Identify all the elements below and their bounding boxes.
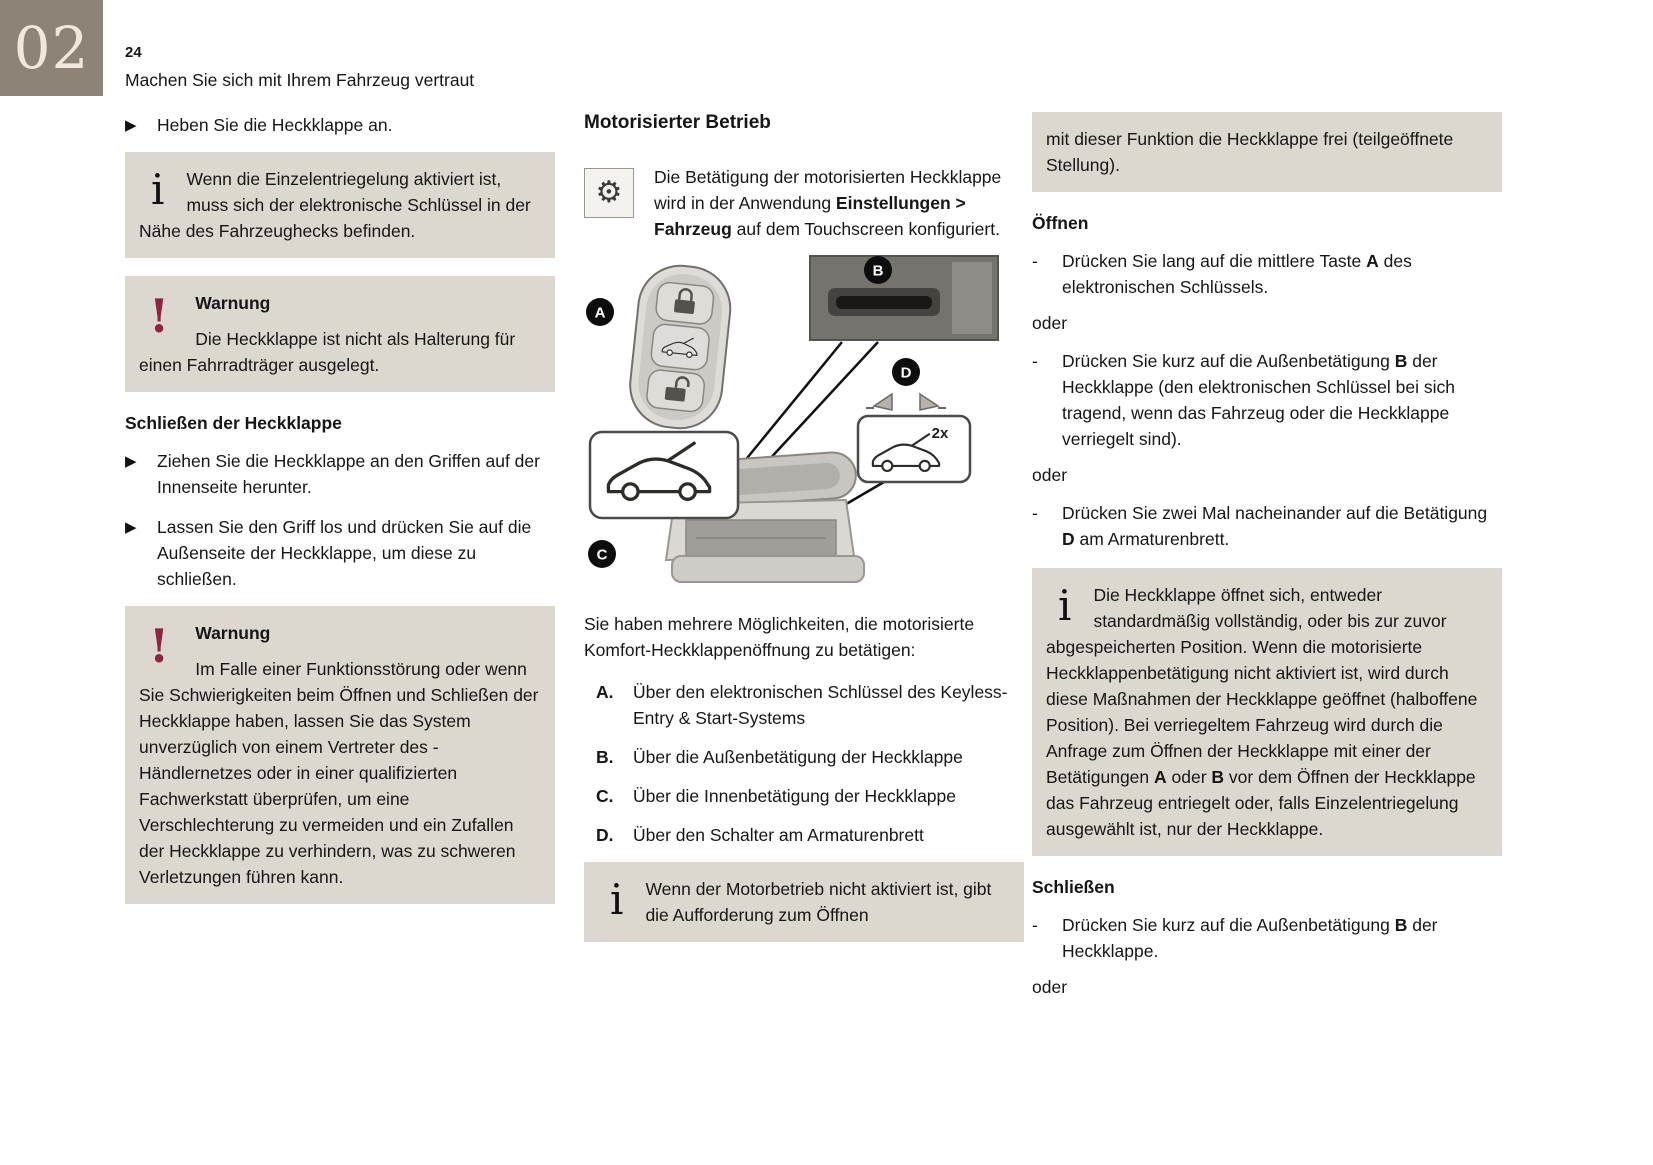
open-step-dashboard: - Drücken Sie zwei Mal nacheinander auf …: [1032, 500, 1502, 552]
warning-box-bike-rack: ! Warnung Die Heckklappe ist nicht als H…: [125, 276, 555, 392]
svg-text:A: A: [595, 305, 606, 322]
dash-icon: -: [1032, 251, 1038, 271]
left-column: ▶ Heben Sie die Heckklappe an. i Wenn di…: [125, 112, 555, 922]
option-key: B.: [596, 747, 614, 767]
info-icon: i: [151, 165, 165, 214]
section-heading-close: Schließen: [1032, 877, 1115, 897]
dashboard-switch-illustration: 2x: [856, 392, 972, 484]
instruction-lift-tailgate: ▶ Heben Sie die Heckklappe an.: [125, 112, 555, 138]
chapter-number: 02: [13, 14, 90, 82]
callout-c: C: [588, 540, 616, 568]
dash-icon: -: [1032, 503, 1038, 523]
step-text: Drücken Sie lang auf die mittlere Taste …: [1062, 251, 1412, 297]
leader-line-b: [733, 341, 843, 475]
middle-column: Motorisierter Betrieb ⚙ Die Betätigung d…: [584, 110, 1024, 960]
warning-text: Die Heckklappe ist nicht als Halterung f…: [139, 329, 516, 375]
page-header: 24 Machen Sie sich mit Ihrem Fahrzeug ve…: [125, 44, 474, 91]
info-text: Wenn der Motorbetrieb nicht aktiviert is…: [645, 879, 992, 925]
activation-options-list: A. Über den elektronischen Schlüssel des…: [584, 679, 1024, 848]
option-key: A.: [596, 682, 614, 702]
instruction-pull-tailgate: ▶ Ziehen Sie die Heckklappe an den Griff…: [125, 448, 555, 500]
info-icon: i: [1058, 581, 1072, 630]
info-text: mit dieser Funktion die Heckklappe frei …: [1046, 129, 1454, 175]
option-text: Über die Innenbetätigung der Heckklappe: [633, 786, 956, 806]
info-text: Wenn die Einzelentriegelung aktiviert is…: [139, 169, 531, 241]
option-text: Über den Schalter am Armaturenbrett: [633, 825, 924, 845]
warning-title: Warnung: [195, 623, 271, 643]
bullet-arrow-icon: ▶: [125, 117, 137, 134]
option-a: A. Über den elektronischen Schlüssel des…: [596, 679, 1024, 731]
option-text: Über die Außenbetätigung der Heckklappe: [633, 747, 963, 767]
warning-title: Warnung: [195, 293, 271, 313]
option-c: C. Über die Innenbetätigung der Heckklap…: [596, 783, 1024, 809]
or-separator: oder: [1032, 465, 1068, 485]
warning-icon: !: [149, 619, 170, 673]
open-step-exterior: - Drücken Sie kurz auf die Außenbetätigu…: [1032, 348, 1502, 452]
step-text: Drücken Sie kurz auf die Außenbetätigung…: [1062, 915, 1438, 961]
info-text: Die Heckklappe öffnet sich, entweder sta…: [1046, 585, 1478, 839]
page-number: 24: [125, 44, 142, 61]
dash-icon: -: [1032, 915, 1038, 935]
section-heading-close-tailgate: Schließen der Heckklappe: [125, 413, 342, 433]
interior-handle-illustration: [588, 430, 740, 520]
option-b: B. Über die Außenbetätigung der Heckklap…: [596, 744, 1024, 770]
or-separator: oder: [1032, 313, 1068, 333]
svg-text:D: D: [901, 365, 912, 382]
option-key: D.: [596, 825, 614, 845]
instruction-text: Heben Sie die Heckklappe an.: [157, 115, 393, 135]
option-text: Über den elektronischen Schlüssel des Ke…: [633, 682, 1008, 728]
section-heading-open: Öffnen: [1032, 213, 1089, 233]
settings-note-text: Die Betätigung der motorisierten Heckkla…: [654, 167, 1002, 239]
info-box-motor-disabled: i Wenn der Motorbetrieb nicht aktiviert …: [584, 862, 1024, 942]
figure-2x-label: 2x: [932, 425, 949, 442]
tailgate-controls-illustration: 2x A B D: [586, 255, 999, 583]
leader-line-b2: [753, 341, 879, 477]
exterior-button-illustration: [809, 255, 999, 341]
or-separator: oder: [1032, 977, 1068, 997]
key-fob-illustration: [629, 264, 732, 430]
step-text: Drücken Sie kurz auf die Außenbetätigung…: [1062, 351, 1455, 449]
option-key: C.: [596, 786, 614, 806]
bullet-arrow-icon: ▶: [125, 519, 137, 536]
callout-a: A: [586, 298, 614, 326]
warning-text: Im Falle einer Funktionsstörung oder wen…: [139, 659, 539, 887]
callout-b: B: [864, 256, 892, 284]
dash-icon: -: [1032, 351, 1038, 371]
svg-text:C: C: [597, 547, 608, 564]
info-icon: i: [610, 875, 624, 924]
gear-icon: ⚙: [584, 168, 634, 218]
warning-icon: !: [149, 289, 170, 343]
settings-note: ⚙ Die Betätigung der motorisierten Heckk…: [584, 164, 1024, 242]
page-header-title: Machen Sie sich mit Ihrem Fahrzeug vertr…: [125, 70, 475, 90]
info-box-single-unlock: i Wenn die Einzelentriegelung aktiviert …: [125, 152, 555, 258]
info-box-open-behavior: i Die Heckklappe öffnet sich, entweder s…: [1032, 568, 1502, 856]
chapter-tab: 02: [0, 0, 103, 96]
options-intro: Sie haben mehrere Möglichkeiten, die mot…: [584, 614, 975, 660]
svg-text:B: B: [873, 263, 884, 280]
tailgate-controls-figure: 2x A B D: [584, 254, 1024, 601]
section-heading-motorised-operation: Motorisierter Betrieb: [584, 112, 771, 133]
instruction-text: Lassen Sie den Griff los und drücken Sie…: [157, 517, 532, 589]
right-column: mit dieser Funktion die Heckklappe frei …: [1032, 112, 1502, 1012]
callout-d: D: [892, 358, 920, 386]
close-step-exterior: - Drücken Sie kurz auf die Außenbetätigu…: [1032, 912, 1502, 964]
open-step-key: - Drücken Sie lang auf die mittlere Tast…: [1032, 248, 1502, 300]
instruction-text: Ziehen Sie die Heckklappe an den Griffen…: [157, 451, 540, 497]
step-text: Drücken Sie zwei Mal nacheinander auf di…: [1062, 503, 1488, 549]
warning-box-malfunction: ! Warnung Im Falle einer Funktionsstörun…: [125, 606, 555, 904]
instruction-release-handle: ▶ Lassen Sie den Griff los und drücken S…: [125, 514, 555, 592]
bullet-arrow-icon: ▶: [125, 453, 137, 470]
option-d: D. Über den Schalter am Armaturenbrett: [596, 822, 1024, 848]
info-box-continuation: mit dieser Funktion die Heckklappe frei …: [1032, 112, 1502, 192]
